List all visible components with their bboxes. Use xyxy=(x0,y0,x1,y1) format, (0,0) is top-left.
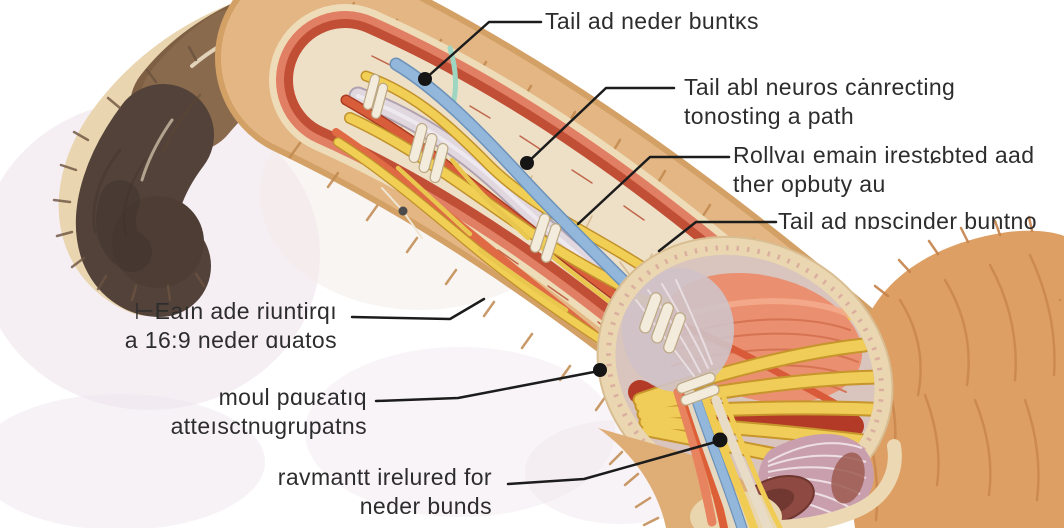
annotation-label-5-line1: ⊢Eaın ade riuntirqı xyxy=(134,298,337,324)
annotation-label-1: Tail ad neder buntκs xyxy=(545,7,759,36)
annotation-label-6-line1: moul pɑuεatıq xyxy=(218,384,367,410)
leader-lines xyxy=(350,20,778,486)
leader-2 xyxy=(525,86,676,165)
annotation-label-7-line2: neder bunds xyxy=(359,493,492,519)
annotation-label-4: Tail ad nɒscinder buntno xyxy=(778,207,1037,236)
annotation-label-2-line1: Tail abl neuros cȧnrecting xyxy=(684,74,956,100)
leader-2-dot xyxy=(520,156,534,170)
annotation-label-2: Tail abl neuros cȧnrecting tonosting a p… xyxy=(684,73,955,131)
annotation-label-3: Rollvaı emain irestɕbted aad ther opbuty… xyxy=(733,141,1034,199)
annotation-label-1-line1: Tail ad neder buntκs xyxy=(545,8,759,34)
annotation-label-3-line2: ther opbuty au xyxy=(733,171,886,197)
leader-6 xyxy=(374,369,601,403)
leader-6-dot xyxy=(593,363,607,377)
annotation-label-2-line2: tonosting a path xyxy=(684,103,855,129)
leader-7 xyxy=(506,439,721,486)
annotation-label-7: ravmantt irelured for neder bunds xyxy=(278,463,492,521)
annotation-label-7-line1: ravmantt irelured for xyxy=(277,464,492,490)
leader-1-dot xyxy=(418,72,432,86)
leader-1 xyxy=(423,20,543,81)
leader-4 xyxy=(657,220,778,253)
ligature-bands xyxy=(362,73,720,406)
annotation-label-6: moul pɑuεatıq atteısctnugrupatns xyxy=(171,383,367,441)
descending-vessels xyxy=(673,383,783,528)
annotation-label-3-line1: Rollvaı emain irestɕbted aad xyxy=(733,142,1035,168)
leader-3 xyxy=(576,155,731,226)
leader-7-dot xyxy=(712,432,728,448)
leader-5 xyxy=(350,297,486,321)
annotation-label-6-line2: atteısctnugrupatns xyxy=(170,413,367,439)
annotation-label-5: ⊢Eaın ade riuntirqı a 16:9 neder ɑuatos xyxy=(125,297,337,355)
annotation-label-4-line1: Tail ad nɒscinder buntno xyxy=(778,208,1037,234)
annotation-label-5-line2: a 16:9 neder ɑuatos xyxy=(124,327,337,353)
